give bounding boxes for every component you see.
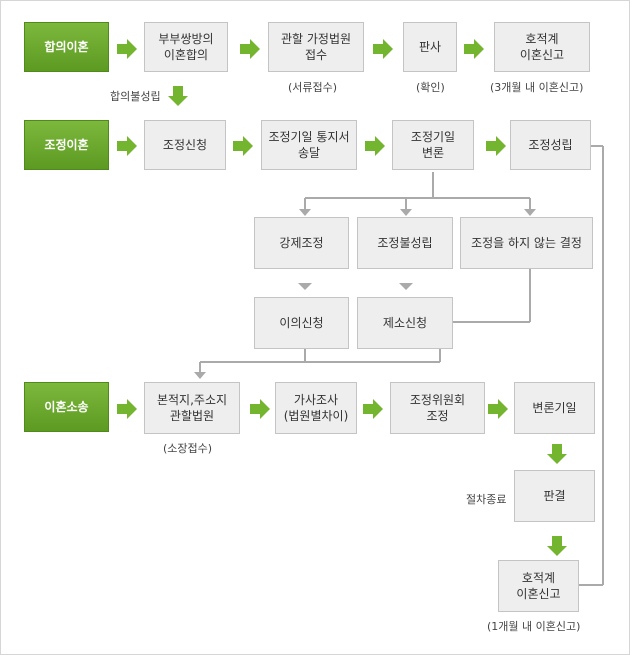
outcome-mediation-failed: 조정불성립 — [357, 217, 453, 269]
step-lawsuit-filing: 제소신청 — [357, 297, 453, 349]
merge-arrowhead — [194, 372, 206, 379]
arrow-right-icon — [488, 399, 508, 419]
step-objection: 이의신청 — [254, 297, 349, 349]
arrow-right-icon — [365, 136, 385, 156]
arrow-right-icon — [117, 399, 137, 419]
arrow-down-icon — [547, 536, 567, 556]
step-family-investigation: 가사조사 (법원별차이) — [275, 382, 357, 434]
arrow-right-icon — [240, 39, 260, 59]
note-1month-deadline: (1개월 내 이혼신고) — [487, 620, 581, 633]
step-registry-report: 호적계 이혼신고 — [494, 22, 590, 72]
step-court-filing: 관할 가정법원 접수 — [268, 22, 364, 72]
branch-arrowheads — [298, 209, 536, 290]
step-couple-consult: 부부쌍방의 이혼합의 — [144, 22, 228, 72]
note-agreement-failed: 합의불성립 — [110, 90, 161, 103]
arrow-down-icon — [547, 444, 567, 464]
step-mediation-apply: 조정신청 — [144, 120, 226, 170]
step-jurisdiction-court: 본적지,주소지 관할법원 — [144, 382, 240, 434]
step-judge: 판사 — [403, 22, 457, 72]
merge-connector — [199, 349, 441, 374]
step-mediation-committee: 조정위원회 조정 — [390, 382, 485, 434]
arrow-right-icon — [363, 399, 383, 419]
arrow-right-icon — [486, 136, 506, 156]
note-3month-deadline: (3개월 내 이혼신고) — [490, 81, 584, 94]
step-argument-date: 변론기일 — [514, 382, 595, 434]
note-confirm: (확인) — [416, 81, 445, 94]
outcome-forced-mediation: 강제조정 — [254, 217, 349, 269]
category-litigation-divorce: 이혼소송 — [24, 382, 109, 432]
arrow-right-icon — [373, 39, 393, 59]
outcome-no-mediation-decision: 조정을 하지 않는 결정 — [460, 217, 593, 269]
step-ruling: 판결 — [514, 470, 595, 522]
note-procedure-end: 절차종료 — [466, 493, 507, 506]
success-connector — [579, 145, 604, 586]
arrow-down-icon — [168, 86, 188, 106]
step-mediation-success: 조정성립 — [510, 120, 591, 170]
branch-connector — [304, 172, 531, 211]
arrow-right-icon — [250, 399, 270, 419]
note-document-filing: (서류접수) — [288, 81, 338, 94]
category-agreement-divorce: 합의이혼 — [24, 22, 109, 72]
step-mediation-hearing: 조정기일 변론 — [392, 120, 474, 170]
lawsuit-connector — [453, 269, 531, 323]
category-mediation-divorce: 조정이혼 — [24, 120, 109, 170]
step-mediation-notice: 조정기일 통지서 송달 — [261, 120, 357, 170]
arrow-right-icon — [464, 39, 484, 59]
step-final-registry-report: 호적계 이혼신고 — [498, 560, 579, 612]
arrow-right-icon — [233, 136, 253, 156]
arrow-right-icon — [117, 39, 137, 59]
arrow-right-icon — [117, 136, 137, 156]
note-complaint-filing: (소장접수) — [163, 442, 213, 455]
